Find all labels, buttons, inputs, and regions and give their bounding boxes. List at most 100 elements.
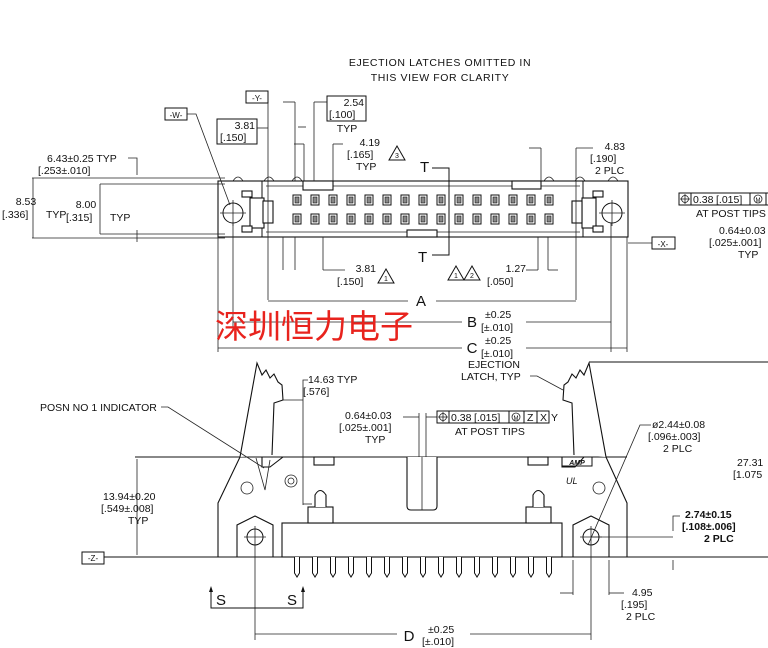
datum-y	[245, 90, 269, 104]
dim-14.63-inch: [.576]	[303, 386, 329, 398]
datum-x	[651, 236, 676, 250]
ejection-latch-label-2: LATCH, TYP	[461, 371, 521, 383]
pin	[400, 194, 410, 206]
typ-label: TYP	[337, 123, 357, 135]
note-flag-icon	[377, 267, 395, 284]
pin-tail	[402, 557, 408, 578]
tol-b-inch: [±.010]	[481, 322, 513, 334]
datum-w-label: -W-	[170, 111, 183, 120]
dim-2.74: 2.74±0.15	[685, 509, 732, 521]
dim-27.31: 27.31	[737, 457, 763, 469]
dim-6.43: 6.43±0.25 TYP	[47, 153, 117, 165]
pin	[310, 213, 320, 225]
ejection-latch-left	[239, 361, 284, 458]
note-clarity: THIS VIEW FOR CLARITY	[371, 72, 510, 84]
dim-8.53-inch: [.336]	[2, 209, 28, 221]
dim-4.83: 4.83	[605, 141, 626, 153]
dim-3.81-b-inch: [.150]	[337, 276, 363, 288]
pin	[328, 194, 338, 206]
plc-label: 2 PLC	[704, 533, 734, 545]
dim-13.94-inch: [.549±.008]	[101, 503, 154, 515]
dim-4.83-inch: [.190]	[590, 153, 616, 165]
mmc-icon	[753, 194, 763, 204]
dim-2.54-inch: [.100]	[329, 109, 355, 121]
dim-2.44: ø2.44±0.08	[652, 419, 705, 431]
note-flag-label: 1	[384, 276, 388, 283]
gdt-datum-x: X	[540, 412, 547, 424]
pin-tail	[546, 557, 552, 578]
dim-13.94: 13.94±0.20	[103, 491, 156, 503]
key-slot	[406, 229, 438, 238]
pin	[508, 194, 518, 206]
note-flag-icon	[463, 264, 481, 281]
pin-tail	[474, 557, 480, 578]
pin	[292, 194, 302, 206]
pin	[436, 213, 446, 225]
pin	[472, 213, 482, 225]
section-line-t	[432, 167, 450, 256]
amp-logo-text: AMP	[568, 460, 585, 467]
dim-0.64: 0.64±0.03	[345, 410, 392, 422]
pin-tail	[438, 557, 444, 578]
typ-label: TYP	[365, 434, 385, 446]
pin	[472, 194, 482, 206]
at-post-tips: AT POST TIPS	[455, 426, 525, 438]
pin	[310, 194, 320, 206]
dim-2.54: 2.54	[344, 97, 365, 109]
pin-tail	[420, 557, 426, 578]
typ-label: TYP	[128, 515, 148, 527]
dim-4.19: 4.19	[360, 137, 381, 149]
section-s-label: S	[287, 592, 297, 609]
dim-3.81: 3.81	[235, 120, 256, 132]
pin-array	[292, 194, 554, 225]
top-view: EJECTION LATCHES OMITTED IN THIS VIEW FO…	[2, 57, 768, 360]
pin-tail	[528, 557, 534, 578]
pin-tail	[384, 557, 390, 578]
pin	[292, 213, 302, 225]
posn-indicator-label: POSN NO 1 INDICATOR	[40, 402, 157, 414]
pin	[382, 194, 392, 206]
section-t-label: T	[420, 159, 429, 176]
at-post-tips: AT POST TIPS	[696, 208, 766, 220]
gdt-frame-front: 0.38 [.015] M Z X Y	[436, 410, 558, 424]
dim-0.64-inch: [.025±.001]	[709, 237, 762, 249]
section-line-s	[210, 590, 304, 609]
dim-2.44-inch: [.096±.003]	[648, 431, 701, 443]
tol-b: ±0.25	[485, 309, 511, 321]
pin	[328, 213, 338, 225]
gdt-frame: 0.38 [.015] M Z	[678, 192, 768, 206]
tol-c-inch: [±.010]	[481, 348, 513, 360]
dim-0.64-inch: [.025±.001]	[339, 422, 392, 434]
pin	[526, 194, 536, 206]
dim-4.95: 4.95	[632, 587, 653, 599]
dim-2.74-inch: [.108±.006]	[682, 521, 736, 533]
typ-label: TYP	[738, 249, 758, 261]
tol-d: ±0.25	[428, 624, 454, 636]
datum-x-label: -X-	[658, 240, 669, 249]
pin-tail	[294, 557, 300, 578]
plc-label: 2 PLC	[663, 443, 693, 455]
amp-logo	[561, 456, 593, 467]
ul-logo: UL	[566, 476, 578, 486]
tol-d-inch: [±.010]	[422, 636, 454, 648]
dim-0.64: 0.64±0.03	[719, 225, 766, 237]
pin-tail	[348, 557, 354, 578]
pin	[508, 213, 518, 225]
key-slot	[511, 180, 542, 190]
insulator	[281, 522, 563, 558]
pin	[346, 194, 356, 206]
pin	[418, 194, 428, 206]
plc-label: 2 PLC	[626, 611, 656, 623]
mmc-label: M	[756, 198, 761, 204]
note-flag-label: 1	[454, 273, 458, 280]
dim-8.00: 8.00	[76, 199, 97, 211]
pin	[454, 194, 464, 206]
pin-tail	[366, 557, 372, 578]
dim-1.27: 1.27	[506, 263, 527, 275]
note-flag-icon	[388, 144, 406, 161]
key-slot	[302, 180, 334, 191]
pin-tail	[330, 557, 336, 578]
typ-label: TYP	[110, 212, 130, 224]
gdt-datum-z: Z	[527, 412, 534, 424]
datum-z	[81, 551, 105, 565]
